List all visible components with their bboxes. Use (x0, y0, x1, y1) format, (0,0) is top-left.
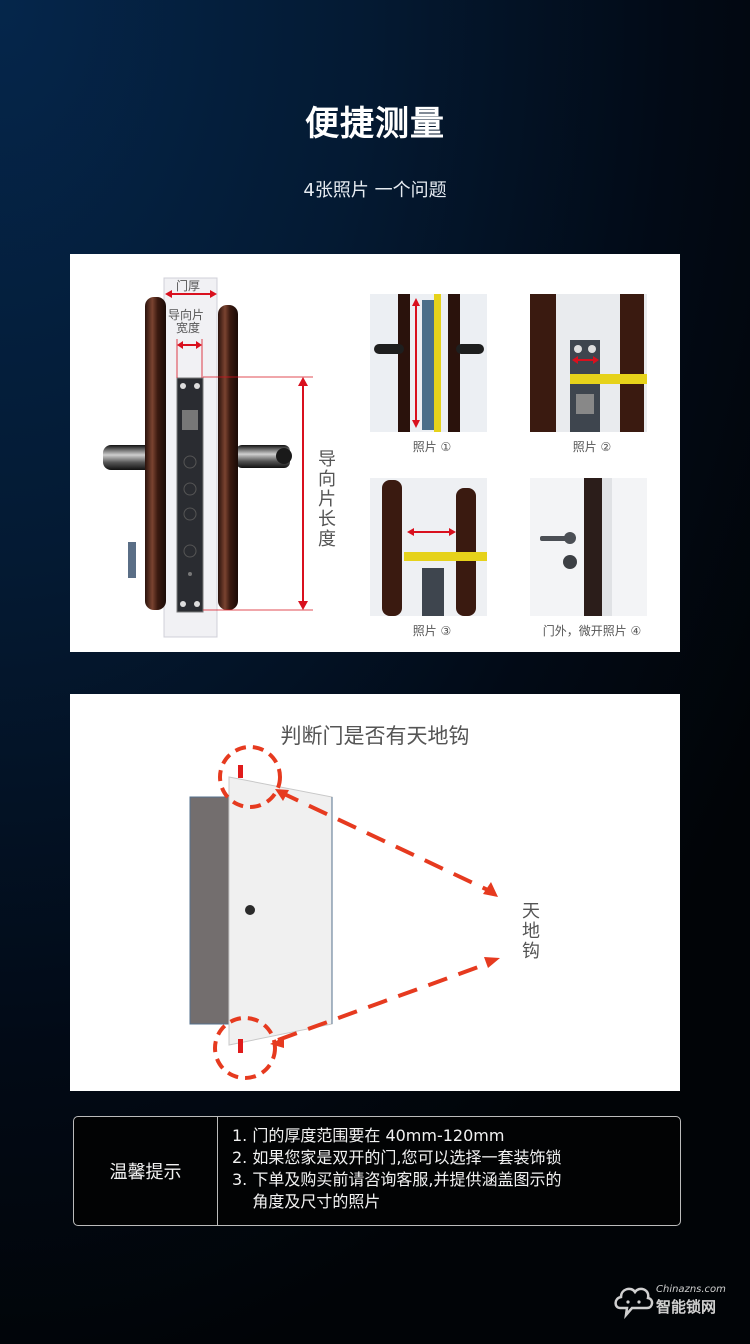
photo-3-caption: 照片 ③ (412, 624, 452, 638)
notice-label: 温馨提示 (74, 1117, 218, 1225)
notice-item: 2. 如果您家是双开的门,您可以选择一套装饰锁 (232, 1148, 562, 1167)
ground-hook-diagram (189, 745, 500, 1080)
page-title: 便捷测量 (305, 104, 445, 144)
notice-list: 1. 门的厚度范围要在 40mm-120mm 2. 如果您家是双开的门,您可以选… (232, 1125, 561, 1213)
photo-4-caption: 门外，微开照片 ④ (542, 624, 642, 638)
ground-hook-panel: 判断门是否有天地钩 天 地 钩 (70, 694, 680, 1091)
photo-2-caption: 照片 ② (572, 440, 612, 454)
photo-1-caption: 照片 ① (412, 440, 452, 454)
notice-box: 温馨提示 1. 门的厚度范围要在 40mm-120mm 2. 如果您家是双开的门… (73, 1116, 681, 1226)
photo-faceplate-length (370, 294, 487, 432)
guide-width-label-line1: 导向片 (168, 308, 205, 322)
photo-door-outside-ajar (530, 478, 647, 616)
measurement-panel: 门厚 导向片 宽度 导 向 片 长 度 照片 ① (70, 254, 680, 652)
door-thickness-label: 门厚 (176, 279, 201, 293)
ground-hook-side-label: 天 地 钩 (522, 901, 540, 962)
notice-item: 角度及尺寸的照片 (232, 1192, 381, 1211)
page-subtitle: 4张照片 一个问题 (303, 180, 447, 201)
watermark-domain: Chinazns.com (656, 1284, 726, 1295)
cloud-logo-icon (614, 1287, 654, 1320)
lock-measure-diagram (103, 277, 313, 638)
ground-hook-title: 判断门是否有天地钩 (280, 724, 470, 748)
guide-width-label-line2: 宽度 (176, 321, 201, 335)
watermark-brand: 智能锁网 (656, 1298, 717, 1316)
notice-item: 1. 门的厚度范围要在 40mm-120mm (232, 1126, 505, 1145)
watermark: Chinazns.com 智能锁网 (612, 1280, 742, 1320)
guide-length-label: 导 向 片 长 度 (318, 449, 336, 550)
notice-item: 3. 下单及购买前请咨询客服,并提供涵盖图示的 (232, 1170, 562, 1189)
photo-door-thickness (370, 478, 487, 616)
photo-faceplate-width (530, 294, 647, 432)
